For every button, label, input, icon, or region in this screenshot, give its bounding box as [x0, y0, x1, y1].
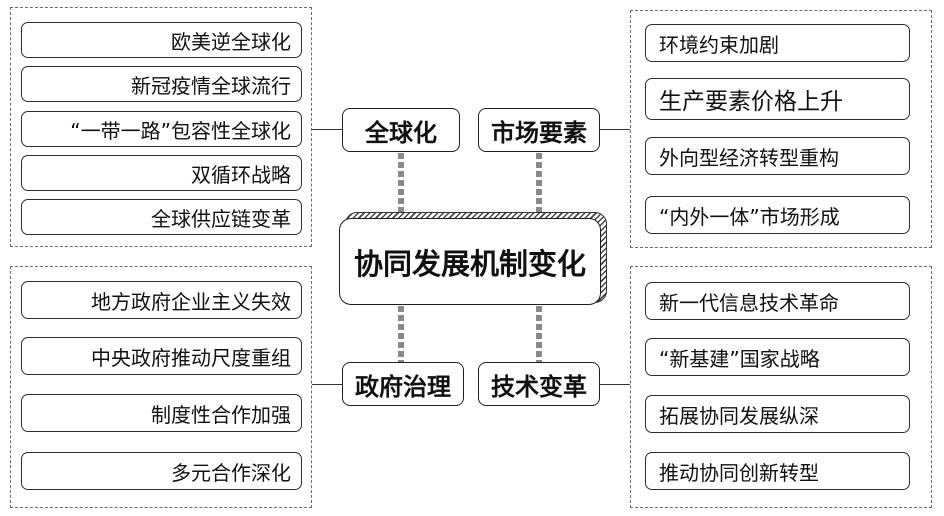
globalization-item: 全球供应链变革: [21, 199, 302, 235]
center-node: 协同发展机制变化: [339, 218, 601, 305]
dotted-link-top-left: [398, 153, 404, 215]
government-item: 中央政府推动尺度重组: [21, 337, 302, 375]
globalization-group-frame: [10, 7, 312, 247]
category-globalization: 全球化: [342, 108, 460, 152]
globalization-item: 欧美逆全球化: [21, 22, 302, 58]
government-item: 制度性合作加强: [21, 394, 302, 432]
technology-item: 拓展协同发展纵深: [645, 395, 910, 433]
category-technology: 技术变革: [478, 362, 600, 406]
government-group-frame: [10, 266, 312, 508]
government-item: 地方政府企业主义失效: [21, 281, 302, 319]
dotted-link-bottom-right: [536, 306, 542, 362]
category-market: 市场要素: [478, 108, 600, 152]
dotted-link-top-right: [536, 153, 542, 215]
globalization-item: 新冠疫情全球流行: [21, 66, 302, 102]
government-connector: [312, 384, 342, 385]
globalization-item: “一带一路”包容性全球化: [21, 111, 302, 147]
market-item: “内外一体”市场形成: [645, 196, 910, 234]
market-item: 生产要素价格上升: [645, 78, 910, 120]
technology-group-frame: [630, 266, 932, 508]
globalization-connector: [312, 129, 342, 130]
market-item: 环境约束加剧: [645, 24, 910, 62]
technology-item: 推动协同创新转型: [645, 452, 910, 490]
category-government: 政府治理: [342, 362, 464, 406]
market-group-frame: [630, 10, 932, 248]
government-item: 多元合作深化: [21, 452, 302, 490]
market-item: 外向型经济转型重构: [645, 137, 910, 175]
dotted-link-bottom-left: [398, 306, 404, 362]
globalization-item: 双循环战略: [21, 155, 302, 191]
technology-item: 新一代信息技术革命: [645, 282, 910, 320]
market-connector: [600, 129, 630, 130]
technology-connector: [600, 384, 630, 385]
technology-item: “新基建”国家战略: [645, 338, 910, 376]
